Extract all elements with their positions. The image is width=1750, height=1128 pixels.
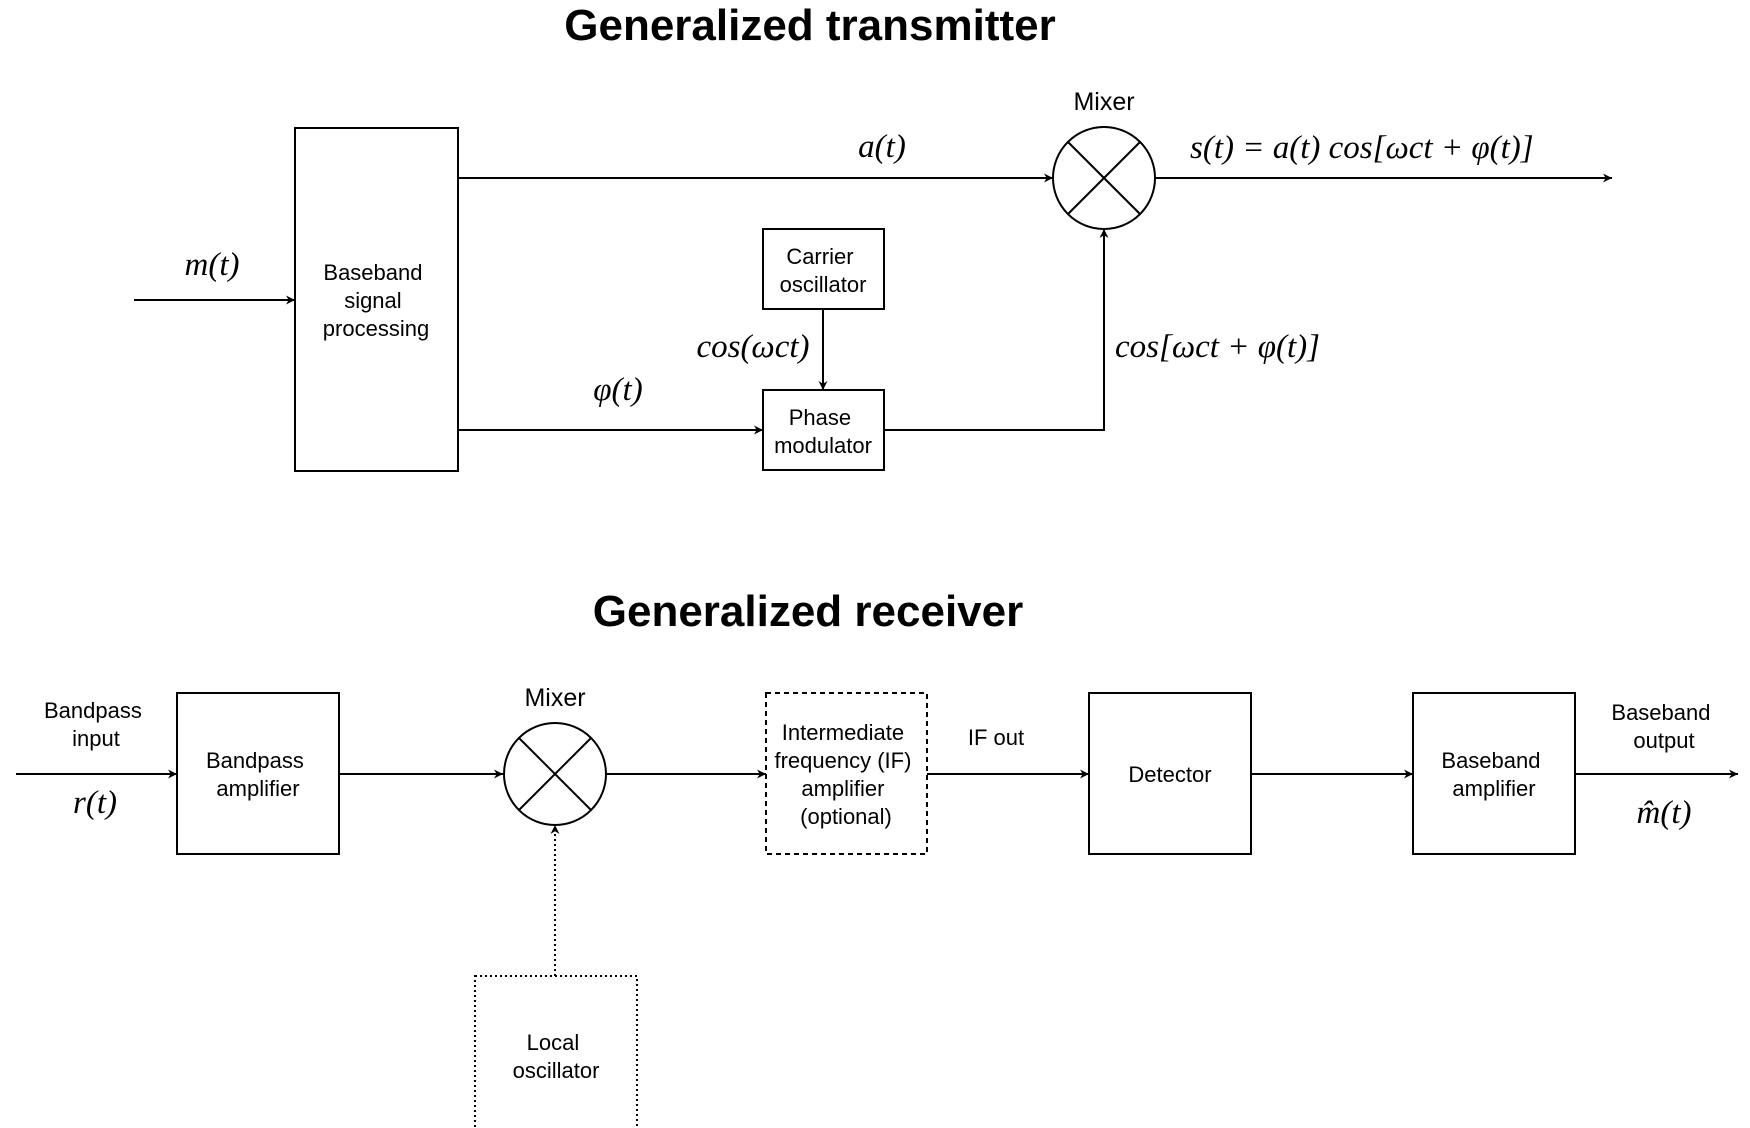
rt-label: r(t) bbox=[73, 785, 117, 821]
svg-text:Baseband amplifier: Baseband amplifier bbox=[1441, 748, 1546, 801]
svg-text:Detector: Detector bbox=[1128, 762, 1211, 787]
mt-label: m(t) bbox=[185, 247, 240, 283]
cos-sum-label: cos[ωct + φ(t)] bbox=[1115, 329, 1320, 365]
phase-to-mixer-wire bbox=[884, 229, 1109, 431]
svg-text:Intermediate frequency (: Intermediate frequency (IF) amplifier (o… bbox=[774, 720, 917, 829]
m-hat-label: m̂(t) bbox=[1637, 795, 1692, 831]
svg-text:Phase modulator: Phase modulator bbox=[774, 405, 872, 458]
bandpass-input-label: Bandpass input bbox=[44, 698, 148, 751]
baseband-amplifier-block: Baseband amplifier bbox=[1412, 692, 1576, 855]
transmitter-title: Generalized transmitter bbox=[564, 1, 1056, 50]
carrier-oscillator-block: Carrier oscillator bbox=[762, 228, 885, 310]
svg-text:Carrier oscillator: Carrier oscillator bbox=[780, 244, 867, 297]
if-amplifier-block: Intermediate frequency (IF) amplifier (o… bbox=[765, 692, 928, 855]
transmitter-mixer bbox=[1052, 126, 1156, 230]
svg-text:Bandpass amplifier: Bandpass amplifier bbox=[206, 748, 310, 801]
phi-label: φ(t) bbox=[593, 372, 642, 408]
bandpass-amplifier-block: Bandpass amplifier bbox=[176, 692, 340, 855]
local-oscillator-block: Local oscillator bbox=[474, 975, 638, 1128]
svg-text:Local oscillator: Local oscillator bbox=[513, 1030, 600, 1083]
baseband-output-label: Baseband output bbox=[1611, 700, 1716, 753]
cos-wct-label: cos(ωct) bbox=[696, 329, 809, 365]
svg-text:Baseband signal pr: Baseband signal processing bbox=[323, 260, 429, 341]
transmitter-mixer-label: Mixer bbox=[1073, 88, 1134, 116]
detector-block: Detector bbox=[1088, 692, 1252, 855]
receiver-title: Generalized receiver bbox=[593, 587, 1023, 636]
st-label: s(t) = a(t) cos[ωct + φ(t)] bbox=[1190, 130, 1534, 166]
receiver-mixer bbox=[503, 722, 607, 826]
if-out-label: IF out bbox=[968, 725, 1024, 750]
at-label: a(t) bbox=[858, 129, 906, 165]
baseband-processing-block: Baseband signal processing bbox=[294, 127, 459, 472]
receiver-mixer-label: Mixer bbox=[524, 684, 585, 712]
phase-modulator-block: Phase modulator bbox=[762, 389, 885, 471]
